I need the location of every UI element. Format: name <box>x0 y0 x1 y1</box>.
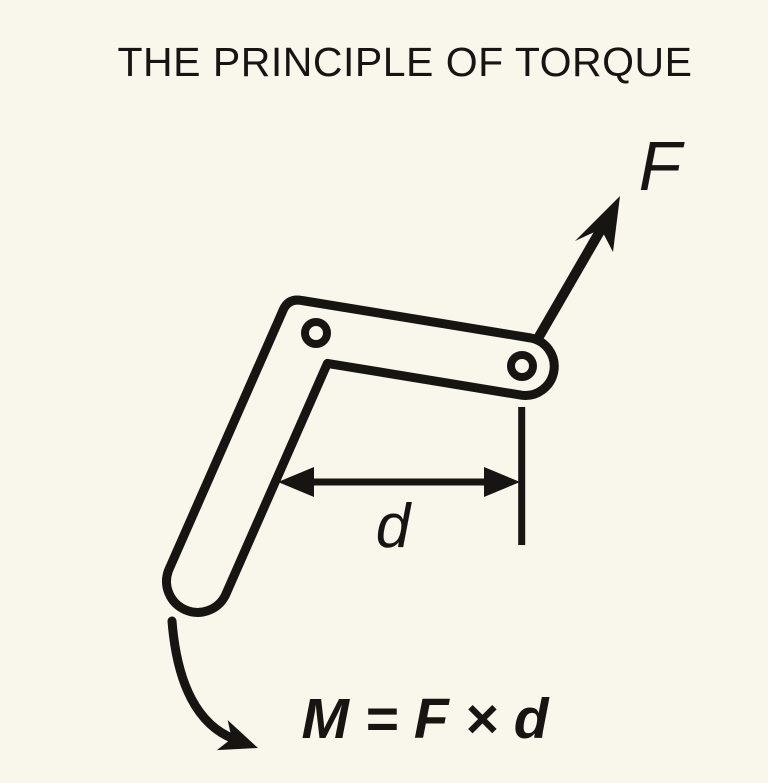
rotation-arrow <box>167 616 239 744</box>
page-title: THE PRINCIPLE OF TORQUE <box>118 39 693 85</box>
distance-label: d <box>376 492 413 561</box>
pivot-hole-right <box>507 351 537 381</box>
distance-arrowhead-left <box>278 467 314 497</box>
force-arrowhead <box>575 196 620 252</box>
torque-formula: M = F × d <box>301 687 549 751</box>
distance-arrowhead-right <box>484 467 520 497</box>
rotation-arrowhead <box>216 720 258 751</box>
pivot-hole-left <box>301 318 331 348</box>
force-label: F <box>639 127 686 205</box>
lever-arm-shape <box>162 295 559 617</box>
